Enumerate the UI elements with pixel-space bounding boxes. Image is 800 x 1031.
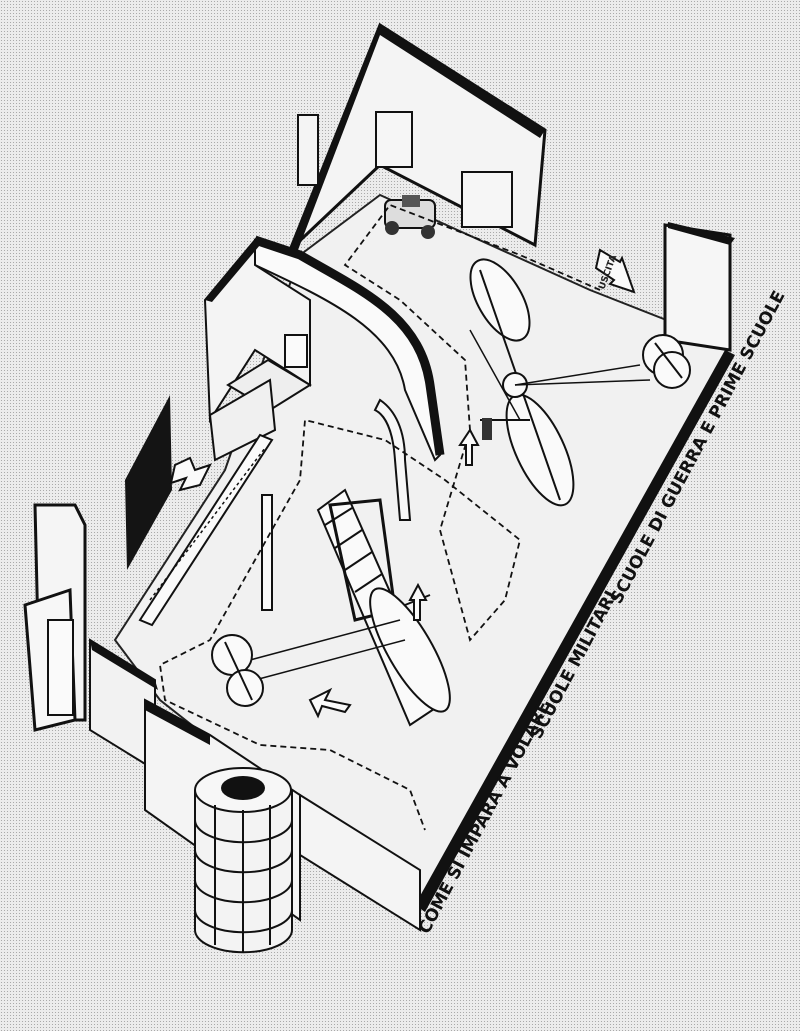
perimeter-wall	[415, 350, 735, 912]
visitor-route	[159, 203, 601, 831]
exit-arrow-icon: USCITA	[594, 248, 636, 294]
curved-partition-wall	[253, 235, 445, 521]
cylindrical-tower-icon	[194, 767, 293, 954]
display-wall	[138, 433, 274, 627]
back-wall-door	[375, 111, 413, 168]
propeller-disc-icon	[642, 334, 691, 389]
biplane-icon	[249, 488, 451, 727]
arrow-icon	[169, 428, 480, 719]
back-wall-panel	[461, 171, 513, 228]
column	[261, 494, 273, 611]
right-wall	[663, 222, 735, 352]
dark-panel	[125, 395, 172, 570]
left-rooms	[203, 237, 312, 462]
front-wall	[299, 793, 421, 932]
propeller-disc-icon	[211, 634, 264, 707]
biplane-icon	[469, 258, 651, 507]
back-room	[288, 22, 547, 252]
vehicle-exhibit	[384, 195, 436, 239]
back-pillar	[297, 114, 319, 186]
